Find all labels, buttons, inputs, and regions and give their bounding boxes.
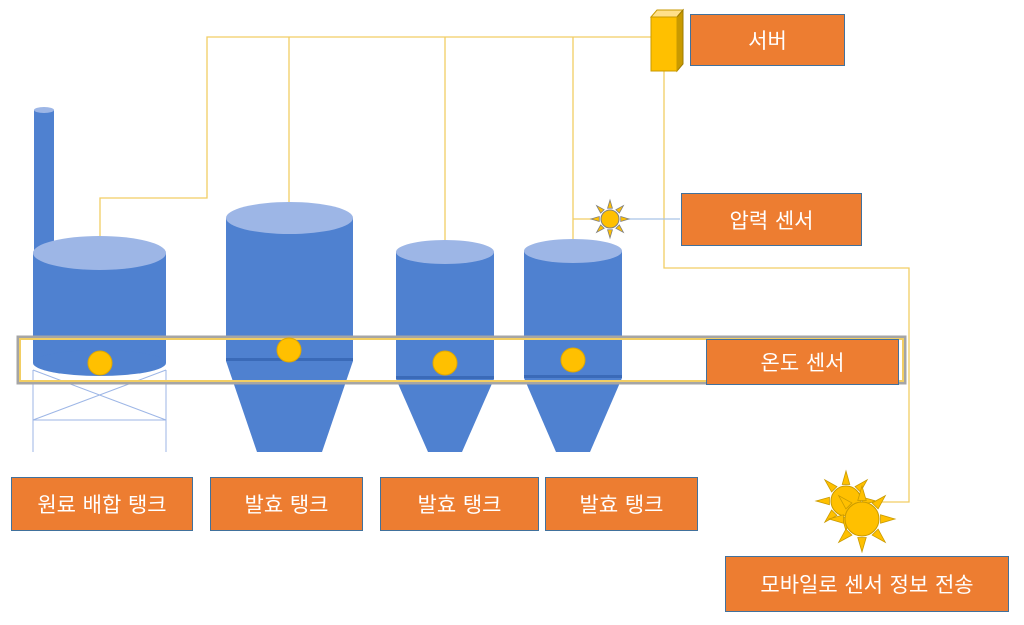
- burst-ray: [615, 204, 625, 214]
- burst-core: [600, 209, 620, 229]
- burst-ray: [595, 224, 605, 234]
- fermentation-tank-1: [226, 202, 353, 452]
- burst-ray: [857, 484, 867, 501]
- burst-ray: [871, 528, 887, 544]
- fermentation-tank-2-cone: [396, 379, 494, 452]
- burst-ray: [615, 224, 625, 234]
- circle-icon: [432, 350, 458, 376]
- fermentation-tank-3: [524, 239, 622, 452]
- burst-ray: [841, 469, 851, 485]
- pressure-sensor-label: 압력 센서: [681, 193, 862, 246]
- mixing-tank-lid: [33, 236, 166, 270]
- fermentation-tank-1-cone: [226, 361, 353, 452]
- burst-ray: [857, 537, 867, 554]
- burst-ray: [595, 204, 605, 214]
- burst-ray: [589, 216, 600, 222]
- burst-ray: [607, 229, 613, 240]
- mixing-tank-body: [33, 253, 166, 363]
- burst-ray: [827, 514, 844, 524]
- burst-ray: [871, 494, 887, 510]
- temperature-sensor-belt: [16, 335, 907, 385]
- circle-icon: [560, 347, 586, 373]
- mixing-tank-label: 원료 배합 탱크: [11, 477, 193, 531]
- sun-burst-icon: [589, 198, 631, 240]
- fermentation-tank-1-lid: [226, 202, 353, 234]
- burst-ray: [620, 216, 631, 222]
- fermentation-tank-1-label: 발효 탱크: [210, 477, 363, 531]
- fermentation-tank-2-label: 발효 탱크: [380, 477, 539, 531]
- fermentation-tank-2-lid: [396, 240, 494, 264]
- circle-icon: [87, 350, 113, 376]
- burst-ray: [823, 478, 838, 493]
- burst-ray: [837, 528, 853, 544]
- circle-icon: [276, 337, 302, 363]
- burst-core: [844, 501, 880, 537]
- burst-ray: [854, 478, 869, 493]
- temperature-sensors: [87, 337, 586, 376]
- temperature-sensor-label: 온도 센서: [706, 339, 899, 385]
- fermentation-tank-3-lid: [524, 239, 622, 263]
- burst-ray: [607, 198, 613, 209]
- sensor-wiring: [99, 36, 910, 503]
- server-label: 서버: [690, 14, 845, 66]
- burst-ray: [814, 496, 830, 506]
- mixing-tank: [32, 107, 167, 452]
- fermentation-tank-2: [396, 240, 494, 452]
- sun-burst-icon: [827, 484, 897, 554]
- fermentation-tank-3-cone: [524, 378, 622, 452]
- burst-ray: [880, 514, 897, 524]
- mobile-transfer-label: 모바일로 센서 정보 전송: [725, 556, 1009, 612]
- fermentation-tank-3-label: 발효 탱크: [545, 477, 698, 531]
- mixing-tank-chimney: [34, 110, 54, 265]
- server-icon: [649, 8, 685, 73]
- burst-ray: [837, 494, 853, 510]
